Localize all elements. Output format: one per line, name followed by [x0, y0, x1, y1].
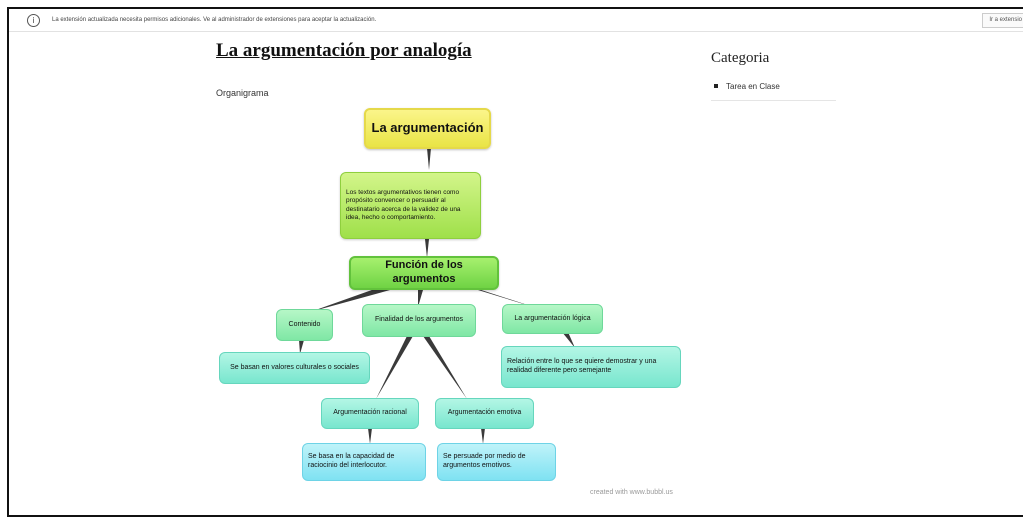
- bubbl-credit[interactable]: created with www.bubbl.us: [590, 489, 673, 496]
- sidebar-item-label: Tarea en Clase: [726, 82, 780, 91]
- node-logica-desc[interactable]: Relación entre lo que se quiere demostra…: [501, 346, 681, 388]
- sidebar-item-tarea-en-clase[interactable]: Tarea en Clase: [711, 82, 836, 101]
- connector-lines: [299, 148, 575, 444]
- connector: [418, 290, 423, 307]
- connector: [376, 336, 413, 399]
- post-subtitle: Organigrama: [216, 88, 269, 98]
- node-argumentacion-emotiva[interactable]: Argumentación emotiva: [435, 398, 534, 429]
- concept-map: La argumentación Los textos argumentativ…: [210, 104, 690, 504]
- node-argumentacion-racional[interactable]: Argumentación racional: [321, 398, 419, 429]
- extension-infobar: i La extensión actualizada necesita perm…: [9, 9, 1023, 32]
- connector: [368, 428, 372, 444]
- node-argumentacion-logica[interactable]: La argumentación lógica: [502, 304, 603, 334]
- connector: [423, 336, 467, 399]
- page-frame: [7, 7, 1023, 517]
- post-title[interactable]: La argumentación por analogía: [216, 40, 472, 61]
- node-emotiva-desc[interactable]: Se persuade por medio de argumentos emot…: [437, 443, 556, 481]
- node-finalidad-argumentos[interactable]: Finalidad de los argumentos: [362, 304, 476, 337]
- connector: [299, 340, 304, 354]
- node-funcion-argumentos[interactable]: Función de los argumentos: [349, 256, 499, 290]
- info-icon: i: [27, 13, 40, 27]
- sidebar-heading: Categoria: [711, 50, 770, 66]
- node-contenido[interactable]: Contenido: [276, 309, 333, 341]
- connector: [310, 286, 390, 312]
- infobar-message: La extensión actualizada necesita permis…: [52, 17, 377, 23]
- connector: [481, 428, 485, 444]
- bullet-icon: [714, 84, 718, 89]
- node-contenido-desc[interactable]: Se basan en valores culturales o sociale…: [219, 352, 370, 384]
- connector: [562, 332, 575, 348]
- go-to-extensions-button[interactable]: Ir a extensio: [982, 13, 1023, 28]
- node-la-argumentacion[interactable]: La argumentación: [364, 108, 491, 149]
- connector: [427, 148, 431, 170]
- connector: [425, 239, 429, 258]
- connector: [472, 287, 540, 309]
- node-racional-desc[interactable]: Se basa en la capacidad de raciocinio de…: [302, 443, 426, 481]
- node-definicion[interactable]: Los textos argumentativos tienen como pr…: [340, 172, 481, 239]
